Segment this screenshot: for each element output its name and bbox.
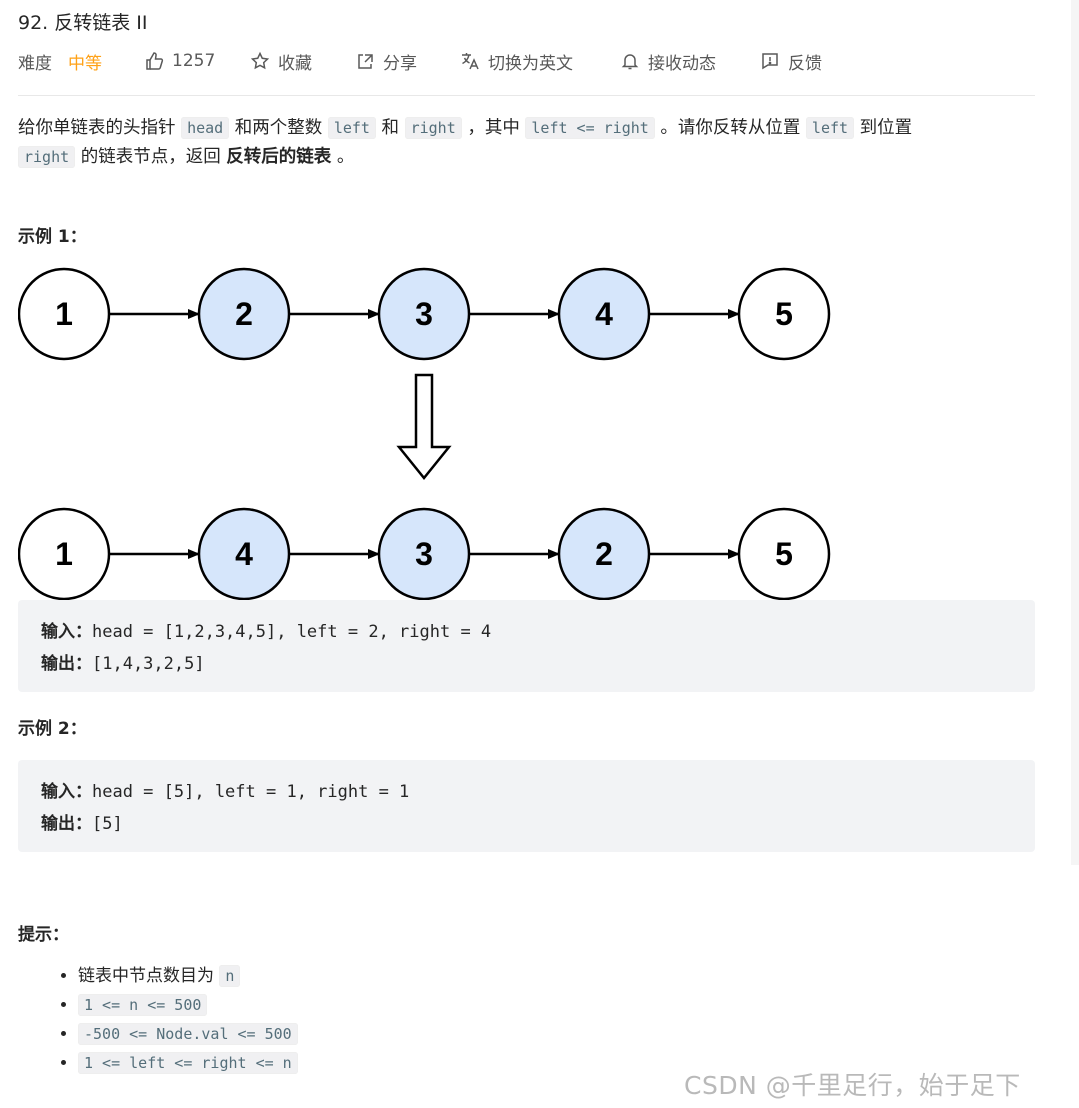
output-value: [5] [92,814,123,834]
desc-text: 给你单链表的头指针 [18,118,182,138]
like-button[interactable]: 1257 [144,46,215,76]
feedback-label: 反馈 [788,53,822,74]
after-node [18,507,111,600]
scrollbar[interactable] [1071,0,1079,865]
output-label: 输出： [41,654,92,674]
list-before: 1 2 3 4 5 [18,267,831,361]
constraints-heading: 提示： [18,925,69,945]
share-icon [358,54,373,69]
linked-list-diagram: 1 2 3 4 5 1 4 3 2 5 [18,267,831,600]
translate-icon [462,53,479,70]
constraint-item: 链表中节点数目为 n [78,962,298,991]
example-1-code-block: 输入：head = [1,2,3,4,5], left = 2, right =… [18,600,1035,692]
input-label: 输入： [41,622,92,642]
before-node-label: 4 [595,296,613,332]
output-label: 输出： [41,814,92,834]
feedback-button[interactable]: 反馈 [760,46,822,76]
before-node-label: 5 [775,296,793,332]
like-count: 1257 [172,51,216,71]
inline-code-left: left [805,117,855,139]
constraint-item: -500 <= Node.val <= 500 [78,1020,298,1049]
before-node [377,267,471,361]
constraint-code: 1 <= n <= 500 [78,994,208,1016]
after-node [197,507,291,600]
constraint-item: 1 <= left <= right <= n [78,1049,298,1078]
before-node-label: 1 [55,296,73,332]
difficulty: 难度 中等 [18,46,102,76]
watermark: CSDN @千里足行，始于足下 [684,1071,1021,1100]
after-node [557,507,651,600]
star-icon [250,51,270,70]
input-value: head = [1,2,3,4,5], left = 2, right = 4 [92,622,492,642]
constraints-list: 链表中节点数目为 n 1 <= n <= 500 -500 <= Node.va… [56,962,298,1078]
after-node-label: 4 [235,536,253,572]
before-node-label: 3 [415,296,433,332]
page-title: 92. 反转链表 II [18,12,148,34]
before-node [18,267,111,361]
desc-text: ，其中 [461,118,526,138]
inline-code-right: right [18,146,76,168]
input-label: 输入： [41,782,92,802]
subscribe-button[interactable]: 接收动态 [620,46,716,76]
example-1-heading: 示例 1： [18,227,87,247]
example-1-input: 输入：head = [1,2,3,4,5], left = 2, right =… [41,616,1035,648]
switch-language-label: 切换为英文 [488,53,573,74]
example-2-heading: 示例 2： [18,719,87,739]
inline-code-head: head [181,117,230,139]
desc-text: 。请你反转从位置 [654,118,806,138]
desc-text: 到位置 [854,118,913,138]
desc-text: 和两个整数 [229,118,328,138]
before-node [557,267,651,361]
subscribe-label: 接收动态 [648,53,716,74]
favorite-label: 收藏 [278,53,312,74]
example-1-output: 输出：[1,4,3,2,5] [41,648,1035,680]
example-2-output: 输出：[5] [41,808,1035,840]
switch-language-button[interactable]: 切换为英文 [460,46,573,76]
down-arrow-icon [396,373,452,480]
before-node [197,267,291,361]
share-label: 分享 [383,53,417,74]
difficulty-label: 难度 [18,53,52,74]
difficulty-value: 中等 [68,53,102,74]
after-node-label: 2 [595,536,613,572]
constraint-text: 链表中节点数目为 [78,966,220,986]
example-2-code-block: 输入：head = [5], left = 1, right = 1 输出：[5… [18,760,1035,852]
after-node-label: 1 [55,536,73,572]
inline-code-left: left [327,117,376,139]
before-node-label: 2 [235,296,253,332]
before-node [737,267,831,361]
example-2-input: 输入：head = [5], left = 1, right = 1 [41,776,1035,808]
after-node [377,507,471,600]
after-node-label: 3 [415,536,433,572]
feedback-icon [762,53,778,70]
constraint-code: n [219,965,241,987]
bell-icon [621,54,639,70]
inline-code-condition: left <= right [525,117,655,139]
desc-text: 和 [375,118,405,138]
desc-bold: 反转后的链表 [226,147,332,167]
after-node-label: 5 [775,536,793,572]
constraint-item: 1 <= n <= 500 [78,991,298,1020]
list-after: 1 4 3 2 5 [18,507,831,600]
desc-text: 的链表节点，返回 [75,147,227,167]
inline-code-right: right [404,117,462,139]
input-value: head = [5], left = 1, right = 1 [92,782,410,802]
output-value: [1,4,3,2,5] [92,654,205,674]
problem-description: 给你单链表的头指针 head 和两个整数 left 和 right ，其中 le… [18,114,1035,172]
constraint-code: 1 <= left <= right <= n [78,1052,298,1074]
share-button[interactable]: 分享 [355,46,417,76]
thumbs-up-icon [146,52,164,70]
constraint-code: -500 <= Node.val <= 500 [78,1023,298,1045]
desc-text: 。 [331,147,355,167]
divider [18,95,1035,96]
favorite-button[interactable]: 收藏 [250,46,312,76]
toolbar: 难度 中等 1257 收藏 分享 切换为英文 接收动态 反馈 [18,46,1035,76]
after-node [737,507,831,600]
